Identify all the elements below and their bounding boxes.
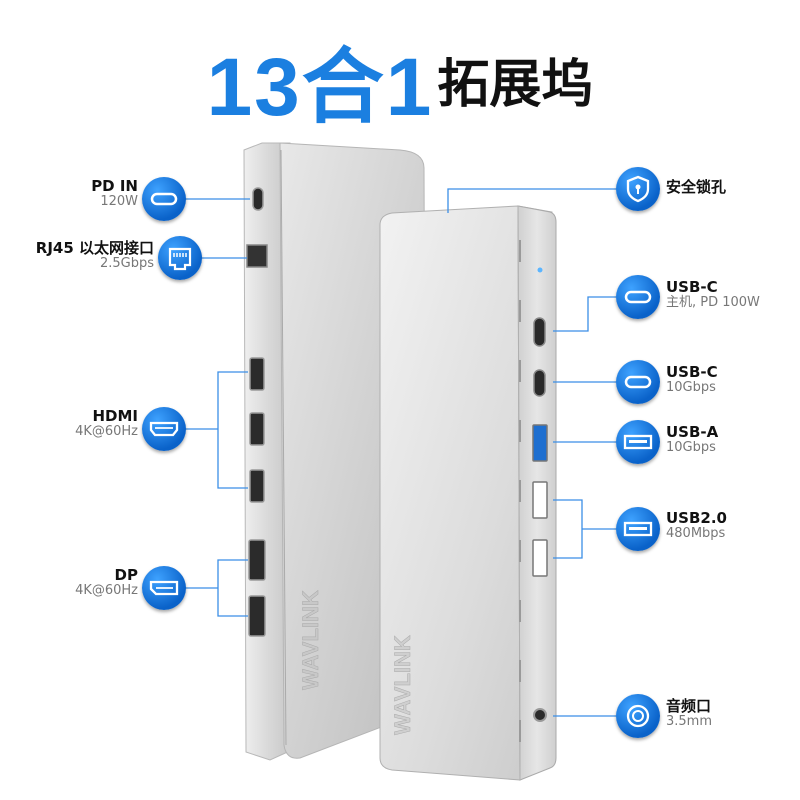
usb-a-icon: [616, 420, 660, 464]
port-hdmi-2: [249, 412, 265, 446]
label-audio: 音频口 3.5mm: [666, 697, 713, 730]
label-usba-title: USB-A: [666, 423, 719, 441]
label-dp-sub: 4K@60Hz: [75, 583, 138, 599]
label-usbc-host-title: USB-C: [666, 278, 718, 296]
ethernet-icon: [158, 236, 202, 280]
label-pd-in-title: PD IN: [91, 177, 138, 195]
front-unit: WAVLINK: [379, 205, 557, 781]
label-usbc-10g: USB-C 10Gbps: [666, 363, 718, 396]
label-usbc-10g-title: USB-C: [666, 363, 718, 381]
port-usb2-2: [532, 539, 548, 577]
usb-a-icon: [616, 507, 660, 551]
label-usba: USB-A 10Gbps: [666, 423, 719, 456]
port-usb2-1: [532, 481, 548, 519]
page-title: 13合1拓展坞: [0, 20, 800, 139]
label-pd-in-sub: 120W: [100, 194, 138, 210]
displayport-icon: [142, 566, 186, 610]
label-rj45-sub: 2.5Gbps: [99, 256, 154, 272]
port-usba-10g: [532, 424, 548, 462]
label-usb2-title: USB2.0: [666, 509, 727, 527]
label-usb2: USB2.0 480Mbps: [666, 509, 727, 542]
label-dp-title: DP: [114, 566, 138, 584]
port-pd-in: [252, 187, 264, 211]
label-rj45: RJ45 以太网接口 2.5Gbps: [35, 239, 154, 272]
label-audio-title: 音频口: [666, 697, 712, 715]
label-rj45-title: RJ45 以太网接口: [35, 239, 154, 257]
label-usb2-sub: 480Mbps: [666, 526, 726, 542]
label-hdmi-sub: 4K@60Hz: [75, 424, 138, 440]
power-led: [537, 267, 543, 273]
title-number: 13合1: [206, 42, 434, 133]
port-rj45: [246, 244, 268, 268]
brand-logo-front: WAVLINK: [390, 635, 415, 735]
audio-jack-icon: [616, 694, 660, 738]
port-usbc-host: [533, 317, 546, 347]
label-hdmi-title: HDMI: [92, 407, 138, 425]
label-usbc-host-sub: 主机, PD 100W: [666, 295, 760, 311]
port-dp-1: [248, 539, 266, 581]
label-usbc-host: USB-C 主机, PD 100W: [666, 278, 760, 311]
label-audio-sub: 3.5mm: [666, 714, 713, 730]
usb-c-icon: [616, 275, 660, 319]
label-lock-title: 安全锁孔: [666, 178, 727, 196]
label-lock: 安全锁孔: [666, 178, 727, 196]
brand-logo-back: WAVLINK: [298, 590, 323, 690]
title-text: 拓展坞: [437, 55, 594, 115]
port-dp-2: [248, 595, 266, 637]
label-usbc-10g-sub: 10Gbps: [666, 380, 716, 396]
hdmi-icon: [142, 407, 186, 451]
usb-c-icon: [616, 360, 660, 404]
lock-icon: [616, 167, 660, 211]
port-usbc-10g: [533, 369, 546, 397]
label-usba-sub: 10Gbps: [666, 440, 716, 456]
usb-c-icon: [142, 177, 186, 221]
label-hdmi: HDMI 4K@60Hz: [75, 407, 138, 440]
port-hdmi-3: [249, 469, 265, 503]
port-hdmi-1: [249, 357, 265, 391]
label-dp: DP 4K@60Hz: [75, 566, 138, 599]
port-audio: [533, 708, 547, 722]
label-pd-in: PD IN 120W: [91, 177, 138, 210]
